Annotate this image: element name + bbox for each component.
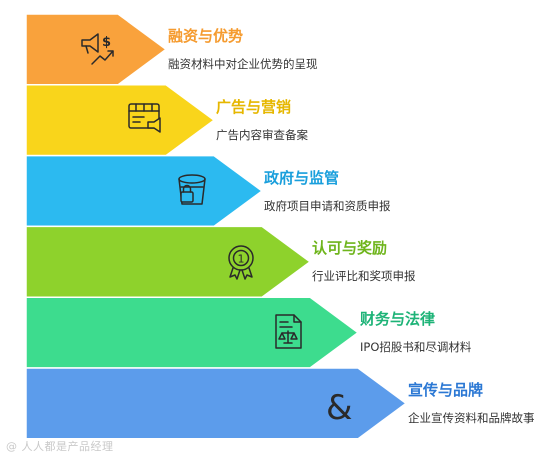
step-title: 政府与监管 — [264, 168, 340, 187]
watermark: @ 人人都是产品经理 — [6, 440, 114, 453]
step-title: 融资与优势 — [168, 27, 244, 45]
stair-band-5 — [25, 296, 360, 369]
stair-band-2 — [25, 84, 216, 157]
bucket-lock-icon — [178, 174, 206, 205]
step-label-2: 广告与营销广告内容审查备案 — [216, 97, 308, 143]
stair-band-4 — [25, 225, 312, 298]
svg-text:&: & — [326, 388, 353, 428]
svg-text:1: 1 — [238, 253, 245, 266]
step-label-3: 政府与监管政府项目申请和资质申报 — [264, 168, 391, 214]
billboard-megaphone-icon — [128, 103, 161, 133]
stair-band-6 — [25, 367, 408, 440]
step-description: 融资材料中对企业优势的呈现 — [168, 57, 318, 71]
document-scales-icon — [275, 314, 302, 349]
step-title: 认可与奖励 — [312, 239, 388, 258]
svg-text:$: $ — [102, 35, 111, 50]
step-description: 行业评比和奖项申报 — [312, 269, 416, 284]
megaphone-dollar-icon: $ — [81, 33, 114, 65]
step-description: 政府项目申请和资质申报 — [264, 198, 391, 213]
step-label-6: 宣传与品牌企业宣传资料和品牌故事 — [408, 380, 535, 426]
step-label-5: 财务与法律 IPO招股书和尽调材料 — [360, 309, 471, 355]
step-description: 企业宣传资料和品牌故事 — [408, 411, 535, 425]
award-badge-icon: 1 — [228, 245, 254, 280]
step-description: IPO招股书和尽调材料 — [360, 340, 472, 355]
step-title: 宣传与品牌 — [408, 381, 484, 399]
stair-band-1 — [25, 13, 168, 86]
step-title: 财务与法律 — [360, 310, 436, 329]
stair-band-3 — [25, 154, 264, 228]
step-title: 广告与营销 — [216, 97, 292, 116]
ampersand-icon: & — [326, 388, 353, 428]
step-label-4: 认可与奖励行业评比和奖项申报 — [312, 238, 416, 284]
step-description: 广告内容审查备案 — [216, 127, 308, 142]
step-label-1: 融资与优势融资材料中对企业优势的呈现 — [168, 26, 318, 72]
